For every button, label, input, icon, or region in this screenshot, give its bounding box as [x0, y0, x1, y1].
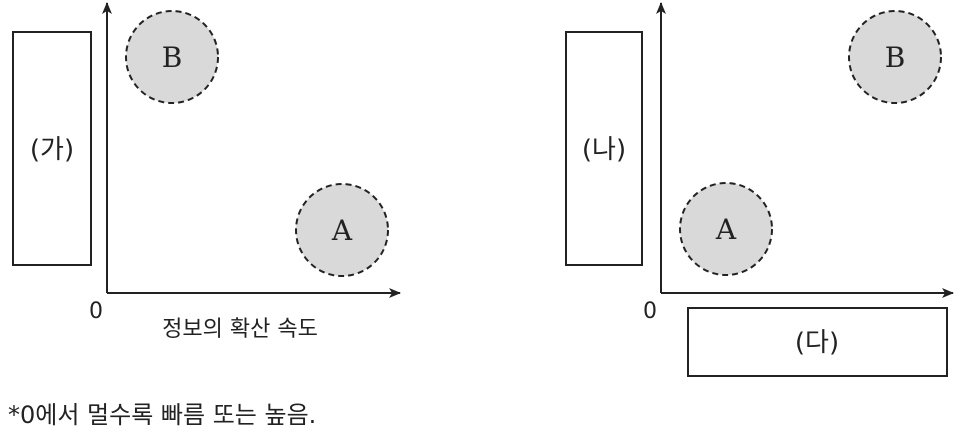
box-na-label: (나) [582, 135, 626, 165]
circle-b [848, 10, 942, 104]
circle-a [295, 183, 389, 277]
circle-a [679, 182, 773, 276]
box-ga-label: (가) [30, 135, 74, 165]
circle-b-label: B [885, 41, 906, 74]
box-da-label: (다) [795, 328, 839, 358]
box-na [565, 31, 643, 266]
right-diagram: (나) 0 B A (다) [565, 2, 954, 377]
circle-a-label: A [715, 213, 737, 246]
footnote: *0에서 멀수록 빠름 또는 높음. [8, 401, 316, 429]
circle-b [125, 10, 219, 104]
circle-b-label: B [162, 41, 183, 74]
left-diagram: (가) 0 정보의 확산 속도 B A [12, 2, 401, 342]
box-ga [12, 31, 92, 266]
x-axis-label: 정보의 확산 속도 [162, 317, 318, 342]
origin-label: 0 [89, 299, 103, 324]
circle-a-label: A [331, 214, 353, 247]
origin-label: 0 [643, 299, 657, 324]
box-da [687, 307, 948, 377]
